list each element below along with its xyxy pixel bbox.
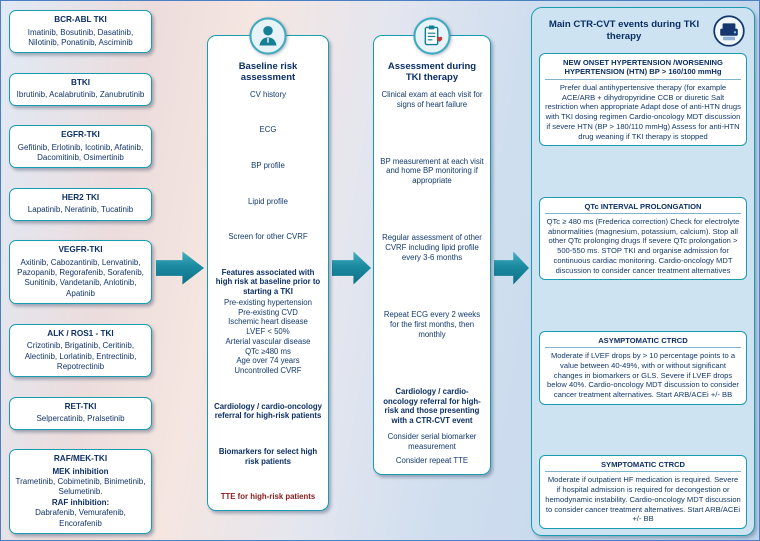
flow-arrow-to-events bbox=[494, 251, 529, 285]
baseline-title: Baseline risk assessment bbox=[238, 61, 298, 84]
drug-list-line: RAF inhibition: bbox=[51, 497, 110, 507]
item-group-title: Features associated with high risk at ba… bbox=[215, 267, 321, 297]
drug-class-title: BCR-ABL TKI bbox=[54, 15, 107, 24]
item-group: Biomarkers for select high risk patients bbox=[214, 447, 322, 466]
event-body: QTc ≥ 480 ms (Frederica correction) Chec… bbox=[546, 217, 740, 275]
item-line: CV history bbox=[250, 89, 286, 99]
item-line: Clinical exam at each visit for signs of… bbox=[381, 89, 483, 109]
item-line: Consider repeat TTE bbox=[395, 456, 469, 466]
item-line: Biomarkers for select high risk patients bbox=[218, 446, 318, 466]
item-line: Consider serial biomarker measurement bbox=[387, 431, 477, 451]
drug-class-title: RET-TKI bbox=[64, 401, 97, 411]
item-line: TTE for high-risk patients bbox=[220, 492, 316, 502]
panel-header: Main CTR-CVT events during TKI therapy bbox=[541, 15, 745, 47]
drug-class-box: ALK / ROS1 - TKI Crizotinib, Brigatinib, … bbox=[9, 323, 152, 378]
drug-class-title: HER2 TKI bbox=[61, 192, 100, 202]
drug-list-line: Ibrutinib, Acalabrutinib, Zanubrutinib bbox=[16, 90, 145, 100]
item-group: Cardiology / cardio-oncology referral fo… bbox=[380, 387, 484, 466]
drug-list-line: Axitinib, Cabozantinib, Lenvatinib, Pazo… bbox=[17, 257, 144, 298]
item-line: Repeat ECG every 2 weeks for the first m… bbox=[383, 310, 481, 339]
item-line: BP profile bbox=[251, 160, 285, 170]
item-line: Pre-existing CVD bbox=[238, 307, 298, 317]
therapy-assessment-box: Assessment during TKI therapy Clinical e… bbox=[373, 17, 491, 475]
event-body: Prefer dual antihypertensive therapy (fo… bbox=[545, 82, 741, 141]
item-group: Clinical exam at each visit for signs of… bbox=[380, 90, 484, 109]
event-list: NEW ONSET HYPERTENSION /WORSENING HYPERT… bbox=[539, 53, 747, 529]
item-group: ECG bbox=[214, 125, 322, 135]
drug-class-box: EGFR-TKI Gefitinib, Erlotinib, Icotinib, … bbox=[9, 125, 152, 169]
drug-class-title: RAF/MEK-TKI bbox=[53, 453, 108, 463]
item-line: Ischemic heart disease bbox=[228, 317, 308, 327]
event-box: QTc INTERVAL PROLONGATION QTc ≥ 480 ms (F… bbox=[539, 196, 747, 281]
drug-class-title: BTKI bbox=[70, 77, 91, 87]
item-line: Cardiology / cardio-oncology referral fo… bbox=[214, 401, 322, 421]
event-title: NEW ONSET HYPERTENSION /WORSENING HYPERT… bbox=[545, 58, 741, 80]
assessment-title: Assessment during TKI therapy bbox=[387, 61, 477, 84]
event-title: QTc INTERVAL PROLONGATION bbox=[545, 202, 741, 215]
drug-list-line: Dabrafenib, Vemurafenib, Encorafenib bbox=[35, 508, 126, 528]
drug-list-line: Trametinib, Cobimetinib, Binimetinib, Se… bbox=[15, 476, 146, 497]
item-line: Screen for other CVRF bbox=[228, 232, 308, 242]
panel-title: Main CTR-CVT events during TKI therapy bbox=[548, 19, 700, 42]
drug-class-title: VEGFR-TKI bbox=[58, 245, 103, 255]
item-group-title: Cardiology / cardio-oncology referral fo… bbox=[383, 386, 481, 426]
item-group: TTE for high-risk patients bbox=[214, 492, 322, 502]
item-line: Age over 74 years bbox=[236, 356, 300, 366]
item-line: Arterial vascular disease bbox=[225, 336, 311, 346]
item-group: Lipid profile bbox=[214, 197, 322, 207]
drug-list-line: Selpercatinib, Pralsetinib bbox=[36, 414, 125, 424]
event-box: SYMPTOMATIC CTRCD Moderate if outpatient … bbox=[539, 454, 747, 529]
item-line: Uncontrolled CVRF bbox=[234, 366, 302, 376]
drug-class-box: RET-TKI Selpercatinib, Pralsetinib bbox=[9, 396, 152, 430]
event-body: Moderate if outpatient HF medication is … bbox=[545, 475, 741, 524]
drug-class-box: BTKI Ibrutinib, Acalabrutinib, Zanubrutin… bbox=[9, 72, 152, 106]
item-line: Regular assessment of other CVRF includi… bbox=[382, 233, 482, 262]
item-line: BP measurement at each visit and home BP… bbox=[380, 156, 484, 186]
event-box: ASYMPTOMATIC CTRCD Moderate if LVEF drops… bbox=[539, 330, 747, 405]
item-group: Features associated with high risk at ba… bbox=[214, 268, 322, 376]
event-box: NEW ONSET HYPERTENSION /WORSENING HYPERT… bbox=[539, 53, 747, 147]
drug-class-box: VEGFR-TKI Axitinib, Cabozantinib, Lenvati… bbox=[9, 240, 152, 305]
assessment-items: Clinical exam at each visit for signs of… bbox=[380, 90, 484, 466]
drug-class-title: ALK / ROS1 - TKI bbox=[47, 328, 114, 338]
drug-list-line: Gefitinib, Erlotinib, Icotinib, Afatinib… bbox=[17, 142, 144, 163]
event-title: ASYMPTOMATIC CTRCD bbox=[545, 336, 741, 349]
drug-list-line: Lapatinib, Neratinib, Tucatinib bbox=[27, 205, 134, 215]
item-group: Regular assessment of other CVRF includi… bbox=[380, 233, 484, 262]
doctor-icon bbox=[249, 17, 287, 55]
drug-class-title: EGFR-TKI bbox=[61, 130, 100, 140]
drug-class-box: HER2 TKI Lapatinib, Neratinib, Tucatinib bbox=[9, 187, 152, 221]
ctr-cvt-events-panel: Main CTR-CVT events during TKI therapy N… bbox=[531, 7, 755, 536]
item-group: Repeat ECG every 2 weeks for the first m… bbox=[380, 310, 484, 339]
item-line: ECG bbox=[259, 125, 277, 135]
item-group: BP measurement at each visit and home BP… bbox=[380, 157, 484, 186]
drug-class-box: BCR-ABL TKI Imatinib, Bosutinib, Dasatini… bbox=[9, 10, 152, 54]
clipboard-stethoscope-icon bbox=[413, 17, 451, 55]
drug-list-line: Imatinib, Bosutinib, Dasatinib, Nilotini… bbox=[27, 27, 134, 48]
drug-list-line: MEK inhibition bbox=[52, 466, 109, 476]
item-group: Screen for other CVRF bbox=[214, 232, 322, 242]
item-line: Pre-existing hypertension bbox=[224, 297, 312, 307]
drug-list-line: Crizotinib, Brigatinib, Ceritinib, Alect… bbox=[24, 341, 137, 371]
flow-arrow-to-assessment bbox=[332, 251, 371, 285]
item-line: Lipid profile bbox=[248, 196, 288, 206]
drug-class-column: BCR-ABL TKI Imatinib, Bosutinib, Dasatini… bbox=[9, 10, 152, 534]
item-line: LVEF < 50% bbox=[246, 327, 290, 337]
flow-arrow-to-baseline bbox=[156, 251, 204, 285]
ecg-machine-icon bbox=[713, 15, 745, 47]
item-group: BP profile bbox=[214, 161, 322, 171]
event-title: SYMPTOMATIC CTRCD bbox=[545, 460, 741, 473]
item-group: CV history bbox=[214, 90, 322, 100]
event-body: Moderate if LVEF drops by > 10 percentag… bbox=[547, 351, 739, 399]
item-group: Cardiology / cardio-oncology referral fo… bbox=[214, 402, 322, 421]
item-line: QTc ≥480 ms bbox=[245, 346, 291, 356]
